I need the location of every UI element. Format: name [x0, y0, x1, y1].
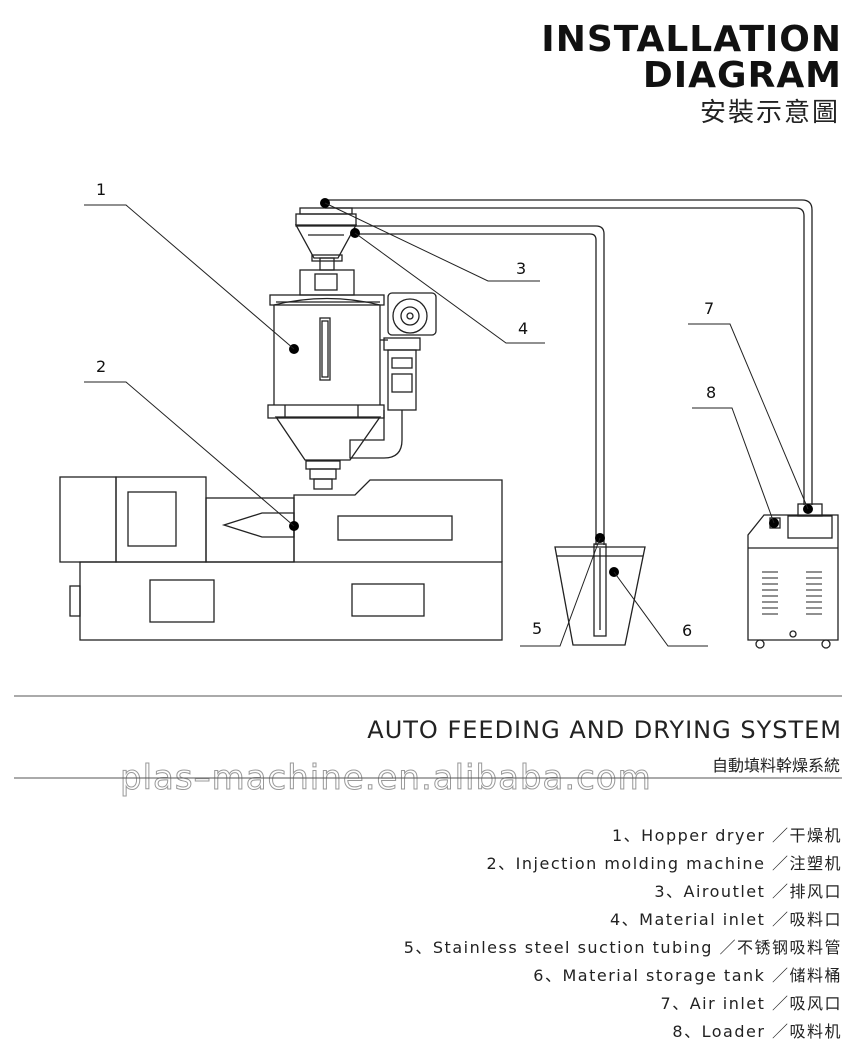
leader-line-5: [520, 537, 601, 647]
system-title-chinese: 自動填料幹燥系統: [711, 756, 840, 775]
legend-item-suction-tubing: 5、Stainless steel suction tubing ／不锈钢吸料管: [403, 938, 842, 957]
callout-number-4: 4: [518, 319, 528, 338]
page-title-line-2: DIAGRAM: [642, 55, 842, 96]
legend: 1、Hopper dryer ／干燥机 2、Injection molding …: [404, 822, 842, 1046]
callout-number-8: 8: [706, 383, 716, 402]
suction-tubing: [325, 199, 813, 545]
leader-line-1: [84, 204, 295, 350]
system-title: AUTO FEEDING AND DRYING SYSTEM: [367, 716, 842, 744]
leader-line-4: [354, 232, 545, 344]
installation-diagram: 1 2 3 4 5 6 7 8: [14, 180, 842, 697]
callout-number-3: 3: [516, 259, 526, 278]
page-title-chinese: 安裝示意圖: [699, 98, 840, 128]
watermark-divider: [14, 777, 842, 779]
material-storage-tank: [554, 543, 646, 646]
callout-number-1: 1: [96, 180, 106, 199]
callout-number-6: 6: [682, 621, 692, 640]
legend-item-hopper-dryer: 1、Hopper dryer ／干燥机: [611, 826, 842, 845]
injection-molding-machine: [59, 476, 503, 641]
legend-item-material-inlet: 4、Material inlet ／吸料口: [609, 910, 842, 929]
leader-line-3: [324, 202, 540, 282]
leader-line-6: [613, 571, 708, 647]
callout-number-5: 5: [532, 619, 542, 638]
leader-line-7: [688, 323, 809, 510]
loader: [747, 503, 839, 649]
leader-line-8: [692, 407, 775, 524]
leader-line-2: [84, 381, 295, 527]
hopper-dryer: [267, 207, 388, 490]
callout-number-2: 2: [96, 357, 106, 376]
legend-item-air-outlet: 3、Airoutlet ／排风口: [654, 882, 842, 901]
legend-item-material-storage-tank: 6、Material storage tank ／储料桶: [533, 966, 842, 985]
callout-number-7: 7: [704, 299, 714, 318]
blower-unit: [349, 292, 437, 459]
legend-item-injection-molding-machine: 2、Injection molding machine ／注塑机: [486, 854, 842, 873]
legend-item-loader: 8、Loader ／吸料机: [672, 1022, 842, 1041]
page-title-line-1: INSTALLATION: [541, 19, 842, 60]
legend-item-air-inlet: 7、Air inlet ／吸风口: [660, 994, 842, 1013]
